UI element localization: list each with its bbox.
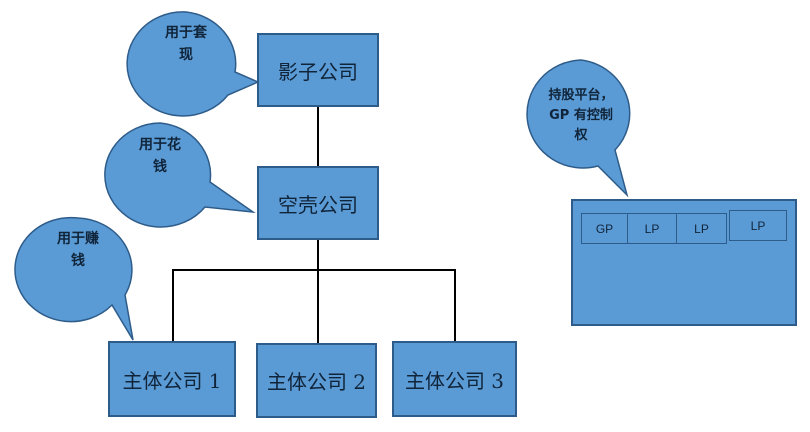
- holding-cell-lp-3-label: LP: [750, 218, 766, 233]
- callout-holding-text: 持股平台， GP 有控制 权: [527, 86, 635, 146]
- callout-bubble-main: [14, 216, 134, 341]
- callout-shell-line1: 用于花: [139, 137, 181, 153]
- node-main-company-1-label: 主体公司 1: [122, 368, 222, 393]
- callout-shell-text: 用于花 钱: [110, 134, 210, 178]
- connector-bus-main1: [172, 269, 174, 342]
- node-shell-company-label: 空壳公司: [278, 192, 358, 217]
- callout-main-line2: 钱: [71, 253, 85, 269]
- node-shadow-company-label: 影子公司: [278, 59, 358, 84]
- node-main-company-1: 主体公司 1: [108, 341, 236, 417]
- connector-bus: [172, 269, 455, 271]
- callout-holding-line1: 持股平台，: [548, 88, 614, 103]
- callout-shadow-text: 用于套 现: [136, 22, 236, 66]
- holding-cell-lp-1-label: LP: [644, 221, 660, 236]
- callout-bubble-shell: [104, 122, 256, 228]
- connector-shadow-shell: [317, 106, 319, 167]
- callout-holding-line2: GP 有控制: [549, 108, 613, 123]
- callout-bubble-holding: [526, 59, 631, 198]
- node-shadow-company: 影子公司: [257, 33, 379, 107]
- node-main-company-3-label: 主体公司 3: [404, 368, 505, 393]
- callout-shell-line2: 钱: [153, 159, 167, 175]
- holding-cell-gp: GP: [581, 213, 628, 244]
- holding-cell-lp-2: LP: [676, 213, 727, 244]
- callout-main-text: 用于赚 钱: [28, 228, 128, 272]
- callout-shadow-line1: 用于套: [165, 25, 207, 41]
- node-shell-company: 空壳公司: [257, 166, 379, 240]
- node-main-company-2: 主体公司 2: [256, 343, 377, 418]
- connector-bus-main3: [454, 269, 456, 342]
- holding-cell-gp-label: GP: [595, 221, 614, 236]
- callout-bubble-shadow: [126, 11, 260, 117]
- connector-shell-bus: [317, 239, 319, 270]
- holding-cell-lp-2-label: LP: [694, 221, 709, 236]
- connector-bus-main2: [317, 269, 319, 344]
- holding-cell-lp-1: LP: [627, 213, 677, 244]
- callout-holding-line3: 权: [574, 128, 588, 143]
- node-main-company-2-label: 主体公司 2: [266, 370, 367, 394]
- callout-main-line1: 用于赚: [57, 231, 99, 247]
- callout-shadow-line2: 现: [179, 47, 193, 63]
- holding-cell-lp-3: LP: [729, 210, 787, 241]
- node-main-company-3: 主体公司 3: [392, 341, 517, 417]
